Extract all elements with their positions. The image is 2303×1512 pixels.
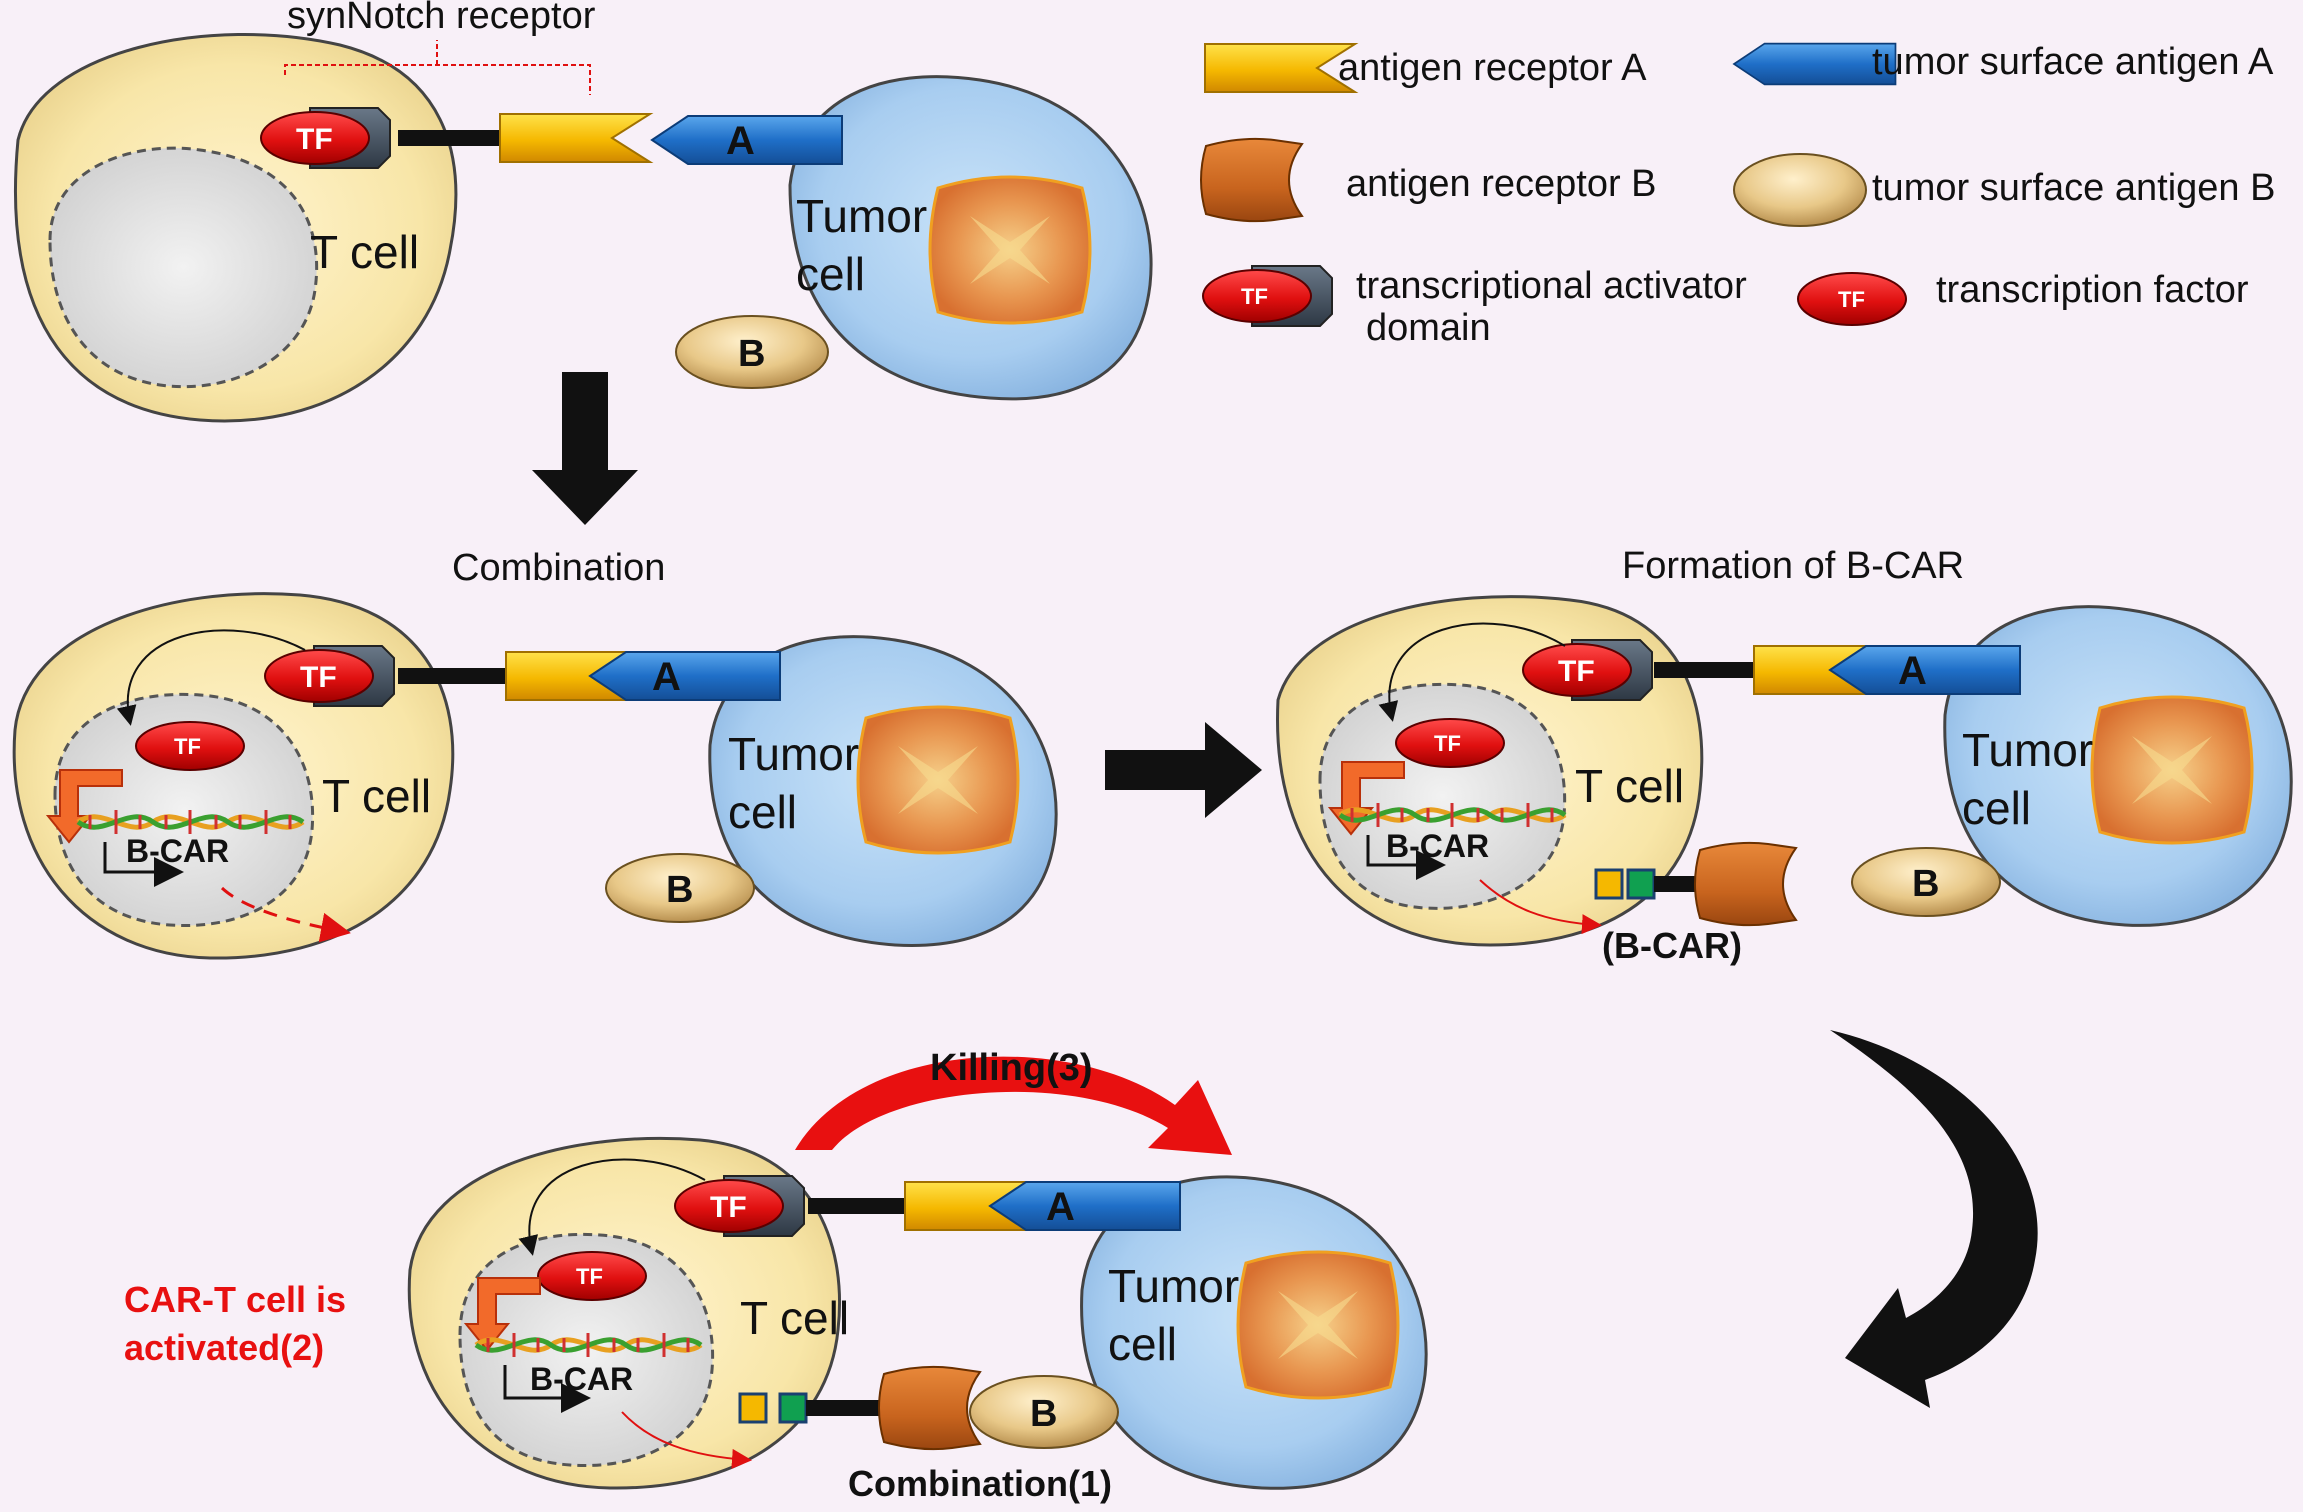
released-tf-label: TF — [576, 1264, 603, 1289]
tumor-label-line1: Tumor — [1962, 724, 2093, 776]
car-signal-domain-1 — [738, 1392, 768, 1424]
antigen-a-label: A — [726, 119, 755, 163]
antigen-receptor-b-4 — [878, 1365, 981, 1451]
tumor-antigen-a-2 — [589, 651, 781, 701]
antigen-b-label: B — [738, 333, 765, 375]
t-cell-label: T cell — [310, 226, 419, 278]
released-tf-2 — [135, 721, 245, 771]
tf-label: TF — [1558, 655, 1595, 688]
antigen-b-label: B — [1912, 863, 1939, 905]
tf-label: TF — [300, 661, 337, 694]
b-car-gene-label: B-CAR — [530, 1361, 633, 1397]
tumor-label-line1: Tumor — [796, 190, 927, 242]
synnotch-receptor-label: synNotch receptor — [287, 0, 596, 37]
antigen-b-3 — [1851, 847, 2001, 917]
tumor-label-line2: cell — [796, 248, 865, 300]
tf-release-arrow — [518, 1158, 706, 1256]
t-cell-label: T cell — [322, 770, 431, 822]
tf-label: TF — [710, 1191, 747, 1224]
legend-receptor-b-icon — [1200, 137, 1303, 223]
b-car-label: (B-CAR) — [1602, 925, 1742, 966]
car-linker — [806, 1400, 888, 1416]
synnotch-linker — [808, 1198, 920, 1214]
legend-receptor-a: antigen receptor A — [1338, 47, 1647, 89]
transcription-start-arrow — [103, 842, 184, 887]
legend-antigen-b: tumor surface antigen B — [1872, 167, 2275, 209]
released-tf-4 — [537, 1251, 647, 1301]
down-arrow — [532, 372, 638, 525]
expression-arrow — [1479, 879, 1602, 935]
tumor-nucleus — [1236, 1250, 1400, 1400]
tumor-label-line1: Tumor — [728, 728, 859, 780]
released-tf-3 — [1395, 718, 1505, 768]
tf-release-arrow — [1378, 622, 1566, 722]
activated-line1: CAR-T cell is — [124, 1279, 346, 1320]
antigen-a-label: A — [1898, 649, 1927, 693]
b-car-gene-label: B-CAR — [126, 833, 229, 869]
legend-tf-icon — [1797, 272, 1907, 326]
legend-antigen-b-icon — [1733, 153, 1867, 227]
tumor-label-line2: cell — [728, 786, 797, 838]
nucleus-1 — [48, 146, 319, 389]
t-cell-label: T cell — [740, 1292, 849, 1344]
tumor-label-line2: cell — [1108, 1318, 1177, 1370]
legend-receptor-b: antigen receptor B — [1346, 163, 1657, 205]
antigen-b-1 — [675, 315, 829, 389]
transcription-start-arrow — [503, 1365, 591, 1413]
car-signal-domain-2 — [1626, 868, 1656, 900]
synnotch-bracket — [284, 40, 591, 95]
legend-tf-label: TF — [1838, 287, 1865, 312]
car-signal-domain-2 — [778, 1392, 808, 1424]
curved-return-arrow — [1830, 1030, 2038, 1408]
legend-receptor-a-icon — [1204, 43, 1356, 93]
formation-label: Formation of B-CAR — [1622, 545, 1964, 587]
tf-release-arrow — [116, 629, 306, 726]
t-cell-label: T cell — [1575, 760, 1684, 812]
right-arrow — [1105, 722, 1262, 818]
combination-label: Combination — [452, 547, 665, 589]
antigen-receptor-a-1 — [499, 113, 651, 163]
expression-arrow — [621, 1411, 752, 1469]
panel-1: T cell Tumor cell B TF A synNotch recept… — [13, 0, 1153, 423]
tumor-nucleus — [928, 175, 1092, 325]
killing-arrow — [795, 1056, 1232, 1155]
synnotch-linker — [398, 668, 510, 684]
tf-label: TF — [296, 123, 333, 156]
antigen-b-4 — [969, 1375, 1119, 1449]
legend-activator-tf: TF — [1241, 284, 1268, 309]
released-tf-label: TF — [174, 734, 201, 759]
car-signal-domain-1 — [1594, 868, 1624, 900]
synnotch-linker — [1654, 662, 1766, 678]
synnotch-linker — [398, 130, 506, 146]
panel-4: Killing(3) T cell Tumor cell TF A TF B-C… — [407, 1047, 1428, 1504]
nucleus-2 — [53, 692, 315, 928]
tumor-nucleus — [2090, 695, 2254, 845]
tumor-antigen-a-4 — [989, 1181, 1181, 1231]
antigen-a-label: A — [652, 655, 681, 699]
legend-antigen-a: tumor surface antigen A — [1872, 41, 2274, 83]
tumor-nucleus — [856, 705, 1020, 855]
legend-activator-line2: domain — [1366, 307, 1491, 349]
car-linker — [1654, 876, 1702, 892]
antigen-b-label: B — [1030, 1393, 1057, 1435]
panel-2: T cell Tumor cell B TF A TF B-CAR — [12, 592, 1058, 960]
expression-arrow — [220, 886, 351, 943]
released-tf-label: TF — [1434, 731, 1461, 756]
tumor-label-line2: cell — [1962, 782, 2031, 834]
tumor-label-line1: Tumor — [1108, 1260, 1239, 1312]
legend-activator-line1: transcriptional activator — [1356, 265, 1747, 307]
antigen-b-label: B — [666, 869, 693, 911]
antigen-a-label: A — [1046, 1185, 1075, 1229]
legend: antigen receptor A antigen receptor B TF… — [1200, 41, 2275, 349]
transcription-start-arrow — [1366, 835, 1446, 880]
b-car-gene-label: B-CAR — [1386, 828, 1489, 864]
activated-line2: activated(2) — [124, 1327, 324, 1368]
antigen-b-2 — [605, 853, 755, 923]
antigen-receptor-b-3 — [1694, 841, 1797, 927]
killing-label: Killing(3) — [930, 1047, 1093, 1089]
combination1-label: Combination(1) — [848, 1463, 1112, 1504]
panel-3: T cell Tumor cell B TF A TF B-CAR (B-CAR… — [1276, 595, 2293, 966]
legend-tf: transcription factor — [1936, 269, 2249, 311]
